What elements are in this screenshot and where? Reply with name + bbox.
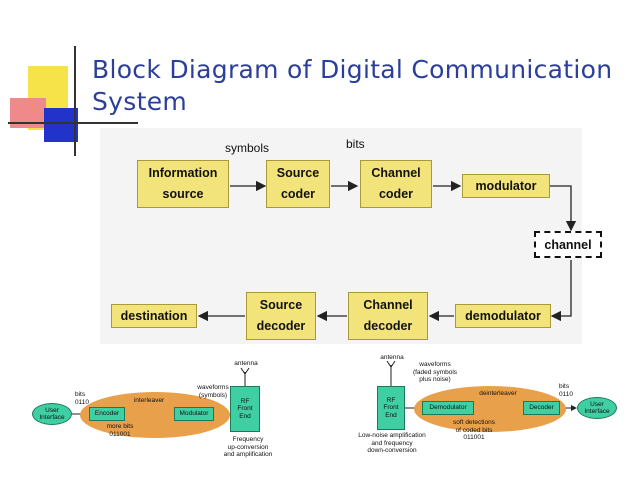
tx-user-interface: User Interface xyxy=(32,403,72,425)
modulator-label: modulator xyxy=(475,178,537,193)
tx-modulator-block: Modulator xyxy=(174,407,214,421)
channel-coder-line-2: coder xyxy=(378,187,414,201)
source-decoder-block: Source decoder xyxy=(246,292,316,340)
modulator-block: modulator xyxy=(462,174,550,198)
channel-decoder-line-2: decoder xyxy=(363,319,413,333)
tx-interleaver-label: interleaver xyxy=(133,397,165,404)
rx-user-interface-label: User Interface xyxy=(584,400,610,416)
tx-waveforms-text: waveforms xyxy=(197,384,229,391)
rx-waveforms-text: waveforms xyxy=(419,361,451,368)
tx-more-bits-text: more bits xyxy=(106,423,134,430)
rx-bits-text: bits xyxy=(559,383,570,390)
channel-decoder-block: Channel decoder xyxy=(348,292,428,340)
information-source-line-1: Information xyxy=(148,166,218,180)
tx-user-interface-label: User Interface xyxy=(39,406,65,422)
title-line-1: Block Diagram of Digital Communication xyxy=(92,55,613,84)
information-source-line-2: source xyxy=(162,187,204,201)
tx-bits-label: bits 0110 xyxy=(75,391,99,406)
rx-soft-value: 011001 xyxy=(463,434,485,441)
channel-coder-block: Channel coder xyxy=(360,160,432,208)
rx-waveforms-sub-2: plus noise) xyxy=(419,376,451,383)
tx-modulator-label: Modulator xyxy=(179,410,209,418)
tx-waveforms-label: waveforms (symbols) xyxy=(193,384,233,399)
tx-more-bits-label: more bits 011001 xyxy=(100,423,140,438)
information-source-block: Information source xyxy=(137,160,229,208)
tx-frequency-line-2: up-conversion xyxy=(227,443,269,451)
rx-soft-line-2: of coded bits xyxy=(455,426,493,434)
title-line-2: System xyxy=(92,87,188,116)
decor-blue-square xyxy=(44,108,78,142)
rx-bits-label: bits 0110 xyxy=(559,383,583,398)
rx-soft-line-1: soft detections xyxy=(453,419,495,426)
tx-rf-front-end-label: RF Front End xyxy=(237,397,253,420)
bits-label: bits xyxy=(346,137,365,151)
rx-lna-note: Low-noise amplification and frequency do… xyxy=(352,432,432,455)
demodulator-label: demodulator xyxy=(465,308,541,323)
decor-horizontal-line xyxy=(8,122,138,124)
rx-bits-value: 0110 xyxy=(559,390,573,398)
tx-waveforms-sub: (symbols) xyxy=(198,391,228,399)
rx-antenna-label: antenna xyxy=(380,354,404,361)
rx-decoder-block: Decoder xyxy=(523,401,560,415)
rx-lna-line-2: and frequency xyxy=(371,439,413,447)
decor-vertical-line xyxy=(74,46,76,156)
destination-label: destination xyxy=(120,308,188,323)
channel-label: channel xyxy=(544,237,592,252)
tx-encoder-block: Encoder xyxy=(89,407,125,421)
rx-soft-detections-note: soft detections of coded bits 011001 xyxy=(445,419,503,442)
rx-rf-front-end-block: RF Front End xyxy=(377,386,405,430)
source-decoder-line-2: decoder xyxy=(256,319,306,333)
rx-lna-line-1: Low-noise amplification xyxy=(358,432,426,439)
tx-bits-value: 0110 xyxy=(75,398,89,406)
rx-lna-line-3: down-conversion xyxy=(367,447,417,454)
tx-bits-text: bits xyxy=(75,391,86,398)
tx-more-bits-value: 011001 xyxy=(109,430,131,438)
rx-decoder-label: Decoder xyxy=(529,404,554,412)
tx-frequency-line-3: and amplification xyxy=(223,451,273,458)
rx-deinterleaver-label: deinterleaver xyxy=(479,390,517,397)
tx-frequency-note: Frequency up-conversion and amplificatio… xyxy=(218,436,278,459)
rx-demodulator-block: Demodulator xyxy=(422,401,474,415)
channel-coder-line-1: Channel xyxy=(371,166,421,180)
channel-block: channel xyxy=(534,231,602,258)
source-coder-line-2: coder xyxy=(280,187,316,201)
demodulator-block: demodulator xyxy=(455,304,551,328)
rx-waveforms-sub-1: (faded symbols xyxy=(412,368,458,376)
rx-demodulator-label: Demodulator xyxy=(429,404,467,412)
destination-block: destination xyxy=(111,304,197,328)
source-coder-block: Source coder xyxy=(266,160,330,208)
source-decoder-line-1: Source xyxy=(259,298,303,312)
channel-decoder-line-1: Channel xyxy=(363,298,413,312)
rx-rf-front-end-label: RF Front End xyxy=(383,396,399,419)
symbols-label: symbols xyxy=(225,141,270,155)
tx-antenna-label: antenna xyxy=(234,360,258,367)
rx-user-interface: User Interface xyxy=(577,397,617,419)
tx-frequency-line-1: Frequency xyxy=(232,436,264,443)
tx-rf-front-end-block: RF Front End xyxy=(230,386,260,432)
tx-encoder-label: Encoder xyxy=(94,410,120,418)
source-coder-line-1: Source xyxy=(276,166,320,180)
slide-title: Block Diagram of Digital Communication S… xyxy=(92,54,632,118)
rx-waveforms-label: waveforms (faded symbols plus noise) xyxy=(404,361,466,384)
